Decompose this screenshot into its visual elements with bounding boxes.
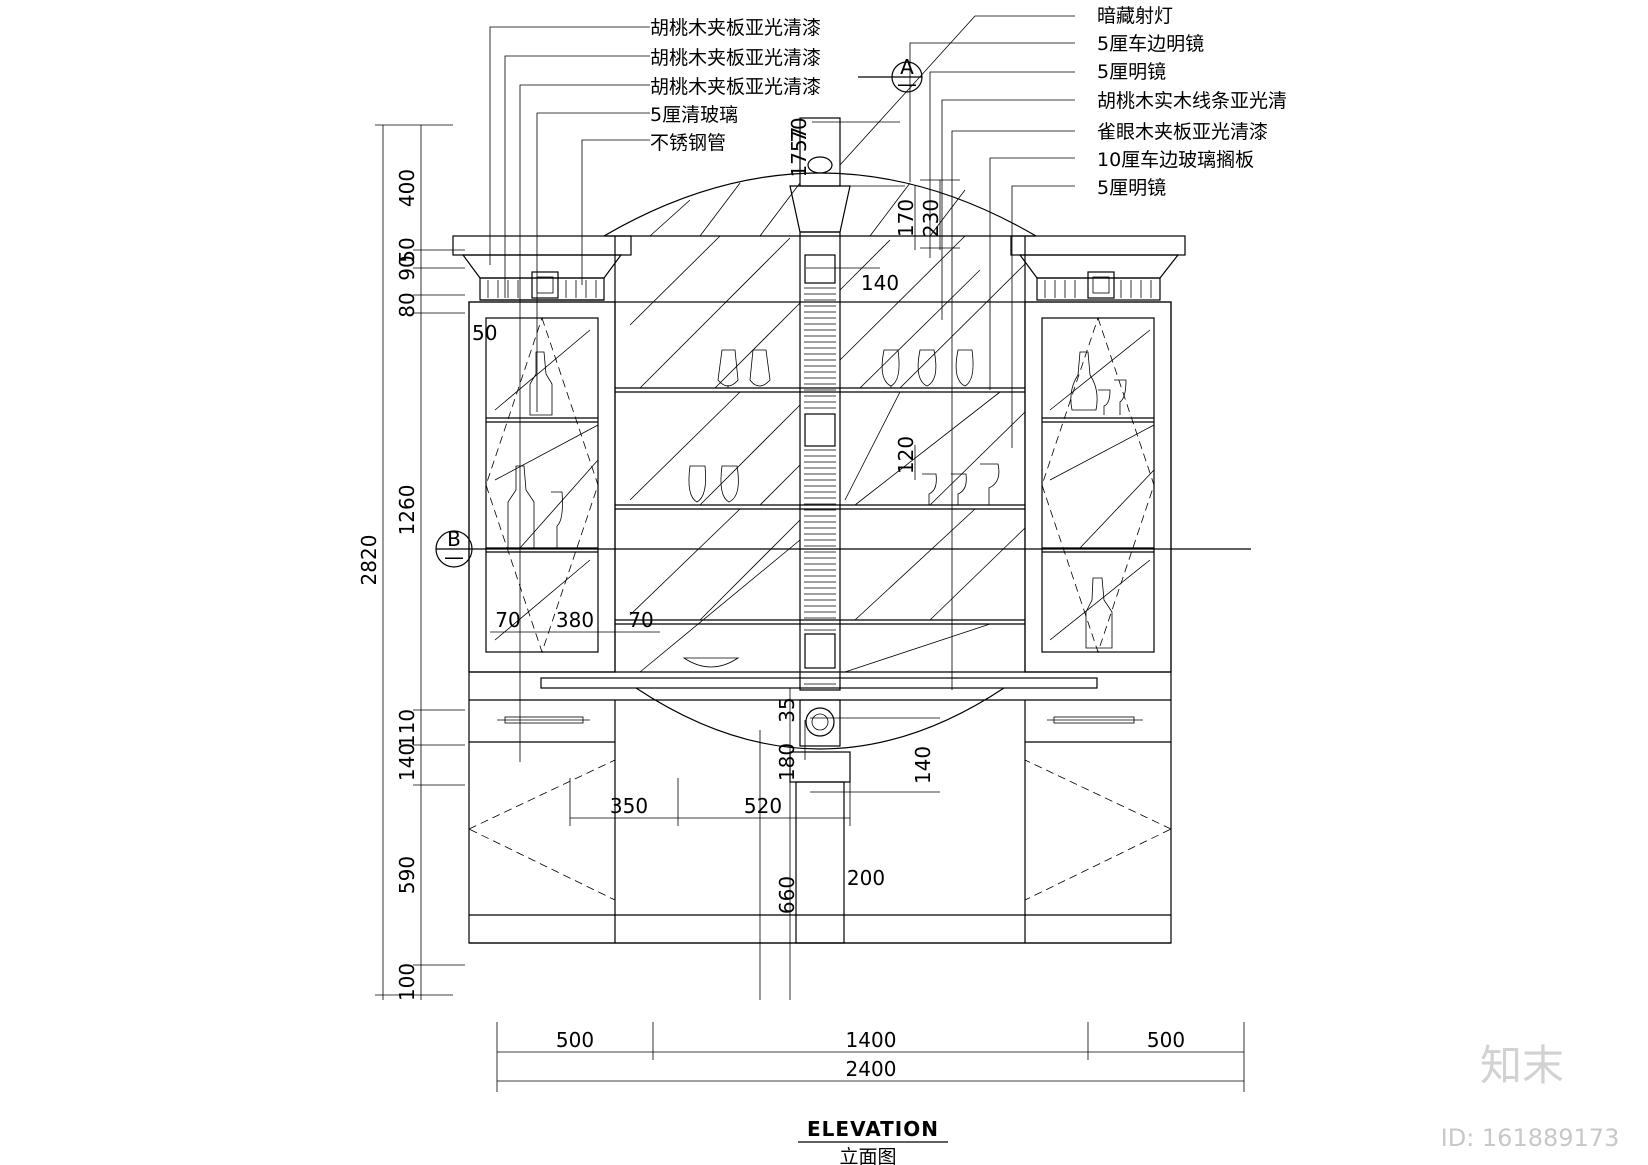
dim-90: 90 (395, 255, 419, 280)
label-left-5: 不锈钢管 (650, 132, 726, 154)
title-zh: 立面图 (839, 1146, 896, 1165)
dim-c140: 140 (861, 271, 899, 295)
dim-400: 400 (395, 169, 419, 207)
left-dimensions: 2820 400 90 50 80 50 1260 110 140 590 10… (357, 124, 497, 1001)
dim-80: 80 (395, 292, 419, 317)
dim-180: 180 (775, 743, 799, 781)
bottom-dimensions: 500 1400 500 2400 (496, 1022, 1245, 1092)
glassware (507, 349, 1127, 668)
dim-50b: 50 (472, 321, 497, 345)
watermark-logo: 知末 (1480, 1041, 1564, 1090)
label-left-2: 胡桃木夹板亚光清漆 (650, 47, 821, 69)
dim-b2400: 2400 (846, 1057, 897, 1081)
label-right-4: 胡桃木实木线条亚光清 (1097, 90, 1287, 112)
dim-110: 110 (395, 709, 419, 747)
dim-b500a: 500 (556, 1028, 594, 1052)
dim-170: 170 (894, 199, 918, 237)
dim-50: 50 (395, 237, 419, 262)
section-marker-a: A — (858, 55, 923, 96)
centre-dimensions: 1757 70 170 230 140 120 35 180 140 660 2… (569, 117, 960, 1000)
dim-590: 590 (395, 856, 419, 894)
dim-1260: 1260 (395, 485, 419, 536)
label-right-7: 5厘明镜 (1097, 177, 1166, 199)
section-marker-b: B — (435, 527, 1251, 569)
label-left-3: 胡桃木夹板亚光清漆 (650, 76, 821, 98)
label-left-4: 5厘清玻璃 (650, 104, 738, 126)
label-right-1: 暗藏射灯 (1097, 5, 1173, 27)
section-b-sub: — (444, 545, 464, 569)
dim-1757: 1757 (787, 127, 811, 178)
dim-w350: 350 (610, 794, 648, 818)
dim-b1400: 1400 (846, 1028, 897, 1052)
watermark-id: ID: 161889173 (1441, 1124, 1620, 1152)
dim-overall-height: 2820 (357, 535, 381, 586)
drawing-title: ELEVATION 立面图 (798, 1117, 948, 1165)
dim-120: 120 (894, 436, 918, 474)
section-a-letter: A (900, 55, 914, 79)
title-en: ELEVATION (807, 1117, 939, 1141)
dim-200: 200 (847, 866, 885, 890)
material-labels-left: 胡桃木夹板亚光清漆 胡桃木夹板亚光清漆 胡桃木夹板亚光清漆 5厘清玻璃 不锈钢管 (650, 17, 821, 154)
watermark: 知末 ID: 161889173 (1441, 1041, 1620, 1152)
dim-b500b: 500 (1147, 1028, 1185, 1052)
dim-660: 660 (775, 876, 799, 914)
dim-w380: 380 (556, 608, 594, 632)
section-a-sub: — (897, 72, 917, 96)
label-right-3: 5厘明镜 (1097, 61, 1166, 83)
dim-140: 140 (395, 743, 419, 781)
dim-w70a: 70 (495, 608, 520, 632)
label-right-5: 雀眼木夹板亚光清漆 (1097, 121, 1268, 143)
dim-230: 230 (919, 199, 943, 237)
label-right-6: 10厘车边玻璃搁板 (1097, 149, 1254, 171)
dim-100: 100 (395, 963, 419, 1001)
label-right-2: 5厘车边明镜 (1097, 33, 1204, 55)
mirror-hatching (494, 182, 1155, 673)
dim-c140b: 140 (911, 746, 935, 784)
dim-w70b: 70 (628, 608, 653, 632)
section-b-letter: B (447, 527, 461, 551)
dim-w520: 520 (744, 794, 782, 818)
dim-70: 70 (787, 117, 811, 142)
material-labels-right: 暗藏射灯 5厘车边明镜 5厘明镜 胡桃木实木线条亚光清 雀眼木夹板亚光清漆 10… (1097, 5, 1287, 199)
dim-35: 35 (775, 697, 799, 722)
width-dimensions: 70 380 70 350 520 (490, 608, 782, 818)
label-left-1: 胡桃木夹板亚光清漆 (650, 17, 821, 39)
leader-lines (489, 15, 1075, 762)
cabinet-structure (452, 117, 1186, 944)
